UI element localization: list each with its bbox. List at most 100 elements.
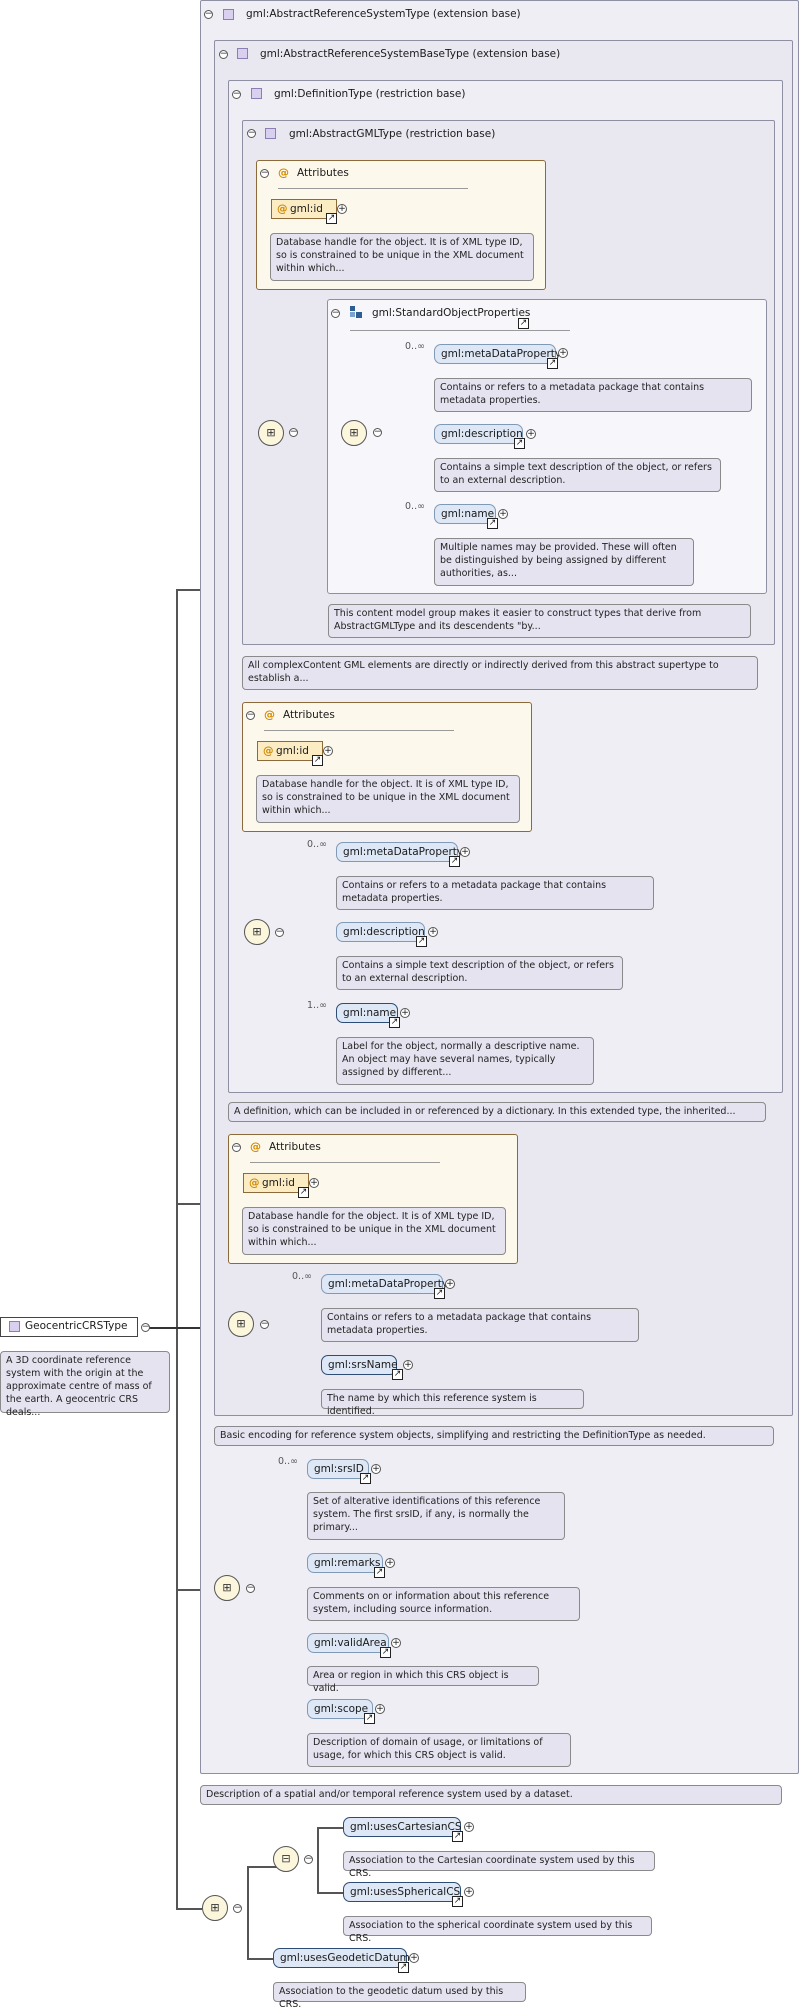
- element-srsid[interactable]: gml:srsID: [307, 1459, 369, 1479]
- reference-arrow-icon[interactable]: ↗: [389, 1017, 400, 1028]
- collapse-icon[interactable]: −: [260, 168, 269, 178]
- expand-icon[interactable]: +: [498, 509, 508, 519]
- reference-arrow-icon[interactable]: ↗: [452, 1831, 463, 1842]
- expand-icon[interactable]: +: [371, 1464, 381, 1474]
- cardinality-label: 0..∞: [292, 1271, 312, 1282]
- doc-base-encoding: Basic encoding for reference system obje…: [214, 1426, 774, 1446]
- element-metadataproperty[interactable]: gml:metaDataProperty: [434, 344, 561, 364]
- attribute-gml-id[interactable]: @gml:id: [271, 199, 337, 219]
- choice-vertical: [317, 1827, 319, 1893]
- sequence-compositor-icon[interactable]: ⊞: [244, 919, 270, 945]
- reference-arrow-icon[interactable]: ↗: [364, 1713, 375, 1724]
- reference-arrow-icon[interactable]: ↗: [398, 1962, 409, 1973]
- expand-icon[interactable]: +: [460, 847, 470, 857]
- collapse-icon[interactable]: −: [289, 427, 298, 437]
- attribute-gml-id[interactable]: @gml:id: [257, 741, 323, 761]
- expand-icon[interactable]: +: [558, 348, 568, 358]
- type-square-icon: [251, 88, 262, 99]
- definition-type-header: gml:DefinitionType (restriction base): [274, 88, 466, 100]
- trunk-vertical: [176, 589, 178, 1909]
- reference-arrow-icon[interactable]: ↗: [380, 1647, 391, 1658]
- element-uses-cartesian-cs[interactable]: gml:usesCartesianCS: [343, 1817, 462, 1837]
- reference-arrow-icon[interactable]: ↗: [514, 438, 525, 449]
- reference-arrow-icon[interactable]: ↗: [449, 856, 460, 867]
- reference-arrow-icon[interactable]: ↗: [326, 213, 337, 224]
- reference-arrow-icon[interactable]: ↗: [374, 1567, 385, 1578]
- collapse-icon[interactable]: −: [232, 1142, 241, 1152]
- expand-icon[interactable]: +: [403, 1360, 413, 1370]
- doc-gml-id: Database handle for the object. It is of…: [256, 775, 520, 823]
- reference-arrow-icon[interactable]: ↗: [547, 358, 558, 369]
- collapse-icon[interactable]: −: [331, 308, 340, 318]
- collapse-icon[interactable]: −: [141, 1322, 150, 1332]
- reference-arrow-icon[interactable]: ↗: [434, 1288, 445, 1299]
- root-type-geocentric-crs[interactable]: GeocentricCRSType: [0, 1317, 138, 1337]
- collapse-icon[interactable]: −: [260, 1319, 269, 1329]
- at-sign-icon: @: [277, 203, 288, 215]
- element-remarks[interactable]: gml:remarks: [307, 1553, 383, 1573]
- element-description[interactable]: gml:description: [336, 922, 425, 942]
- expand-icon[interactable]: +: [464, 1887, 474, 1897]
- reference-arrow-icon[interactable]: ↗: [360, 1473, 371, 1484]
- element-uses-geodetic-datum[interactable]: gml:usesGeodeticDatum: [273, 1948, 410, 1968]
- element-metadataproperty[interactable]: gml:metaDataProperty: [321, 1274, 448, 1294]
- type-square-icon: [237, 48, 248, 59]
- element-metadataproperty[interactable]: gml:metaDataProperty: [336, 842, 463, 862]
- doc-definition-type: A definition, which can be included in o…: [228, 1102, 766, 1122]
- expand-icon[interactable]: +: [309, 1178, 319, 1188]
- reference-arrow-icon[interactable]: ↗: [298, 1187, 309, 1198]
- trunk-to-seq4: [176, 1589, 216, 1591]
- element-name-required[interactable]: gml:name: [336, 1003, 398, 1023]
- expand-icon[interactable]: +: [526, 429, 536, 439]
- doc-gml-id: Database handle for the object. It is of…: [270, 233, 534, 281]
- collapse-icon[interactable]: −: [247, 128, 256, 138]
- sequence-compositor-icon[interactable]: ⊞: [258, 420, 284, 446]
- element-description[interactable]: gml:description: [434, 424, 523, 444]
- doc-standard-object-properties: This content model group makes it easier…: [328, 604, 751, 638]
- sequence-compositor-icon[interactable]: ⊞: [228, 1311, 254, 1337]
- collapse-icon[interactable]: −: [232, 89, 241, 99]
- expand-icon[interactable]: +: [409, 1953, 419, 1963]
- expand-icon[interactable]: +: [464, 1822, 474, 1832]
- attributes-header: Attributes: [269, 1141, 321, 1153]
- at-sign-icon: @: [250, 1140, 261, 1153]
- attribute-gml-id[interactable]: @gml:id: [243, 1173, 309, 1193]
- at-sign-icon: @: [263, 745, 274, 757]
- choice-compositor-icon[interactable]: ⊟: [273, 1846, 299, 1872]
- reference-arrow-icon[interactable]: ↗: [452, 1896, 463, 1907]
- element-srsname[interactable]: gml:srsName: [321, 1355, 398, 1375]
- collapse-icon[interactable]: −: [246, 710, 255, 720]
- attributes-header: Attributes: [283, 709, 335, 721]
- element-scope[interactable]: gml:scope: [307, 1699, 373, 1719]
- attributes-divider: [250, 1162, 440, 1163]
- collapse-icon[interactable]: −: [204, 9, 213, 19]
- expand-icon[interactable]: +: [445, 1279, 455, 1289]
- expand-icon[interactable]: +: [385, 1558, 395, 1568]
- trunk-to-seq5: [176, 1908, 202, 1910]
- collapse-icon[interactable]: −: [373, 427, 382, 437]
- sequence-compositor-icon[interactable]: ⊞: [214, 1575, 240, 1601]
- element-validarea[interactable]: gml:validArea: [307, 1633, 389, 1653]
- reference-arrow-icon[interactable]: ↗: [487, 518, 498, 529]
- element-uses-spherical-cs[interactable]: gml:usesSphericalCS: [343, 1882, 461, 1902]
- reference-arrow-icon[interactable]: ↗: [312, 755, 323, 766]
- reference-arrow-icon[interactable]: ↗: [416, 936, 427, 947]
- sequence-compositor-icon[interactable]: ⊞: [202, 1895, 228, 1921]
- expand-icon[interactable]: +: [428, 927, 438, 937]
- expand-icon[interactable]: +: [337, 204, 347, 214]
- group-divider: [350, 330, 570, 331]
- expand-icon[interactable]: +: [375, 1704, 385, 1714]
- collapse-icon[interactable]: −: [304, 1854, 313, 1864]
- collapse-icon[interactable]: −: [246, 1583, 255, 1593]
- reference-arrow-icon[interactable]: ↗: [518, 318, 529, 329]
- expand-icon[interactable]: +: [323, 746, 333, 756]
- collapse-icon[interactable]: −: [275, 927, 284, 937]
- root-type-label: GeocentricCRSType: [25, 1320, 128, 1332]
- expand-icon[interactable]: +: [391, 1638, 401, 1648]
- collapse-icon[interactable]: −: [219, 49, 228, 59]
- collapse-icon[interactable]: −: [233, 1903, 242, 1913]
- element-name[interactable]: gml:name: [434, 504, 496, 524]
- reference-arrow-icon[interactable]: ↗: [392, 1369, 403, 1380]
- sequence-compositor-icon[interactable]: ⊞: [341, 420, 367, 446]
- expand-icon[interactable]: +: [400, 1008, 410, 1018]
